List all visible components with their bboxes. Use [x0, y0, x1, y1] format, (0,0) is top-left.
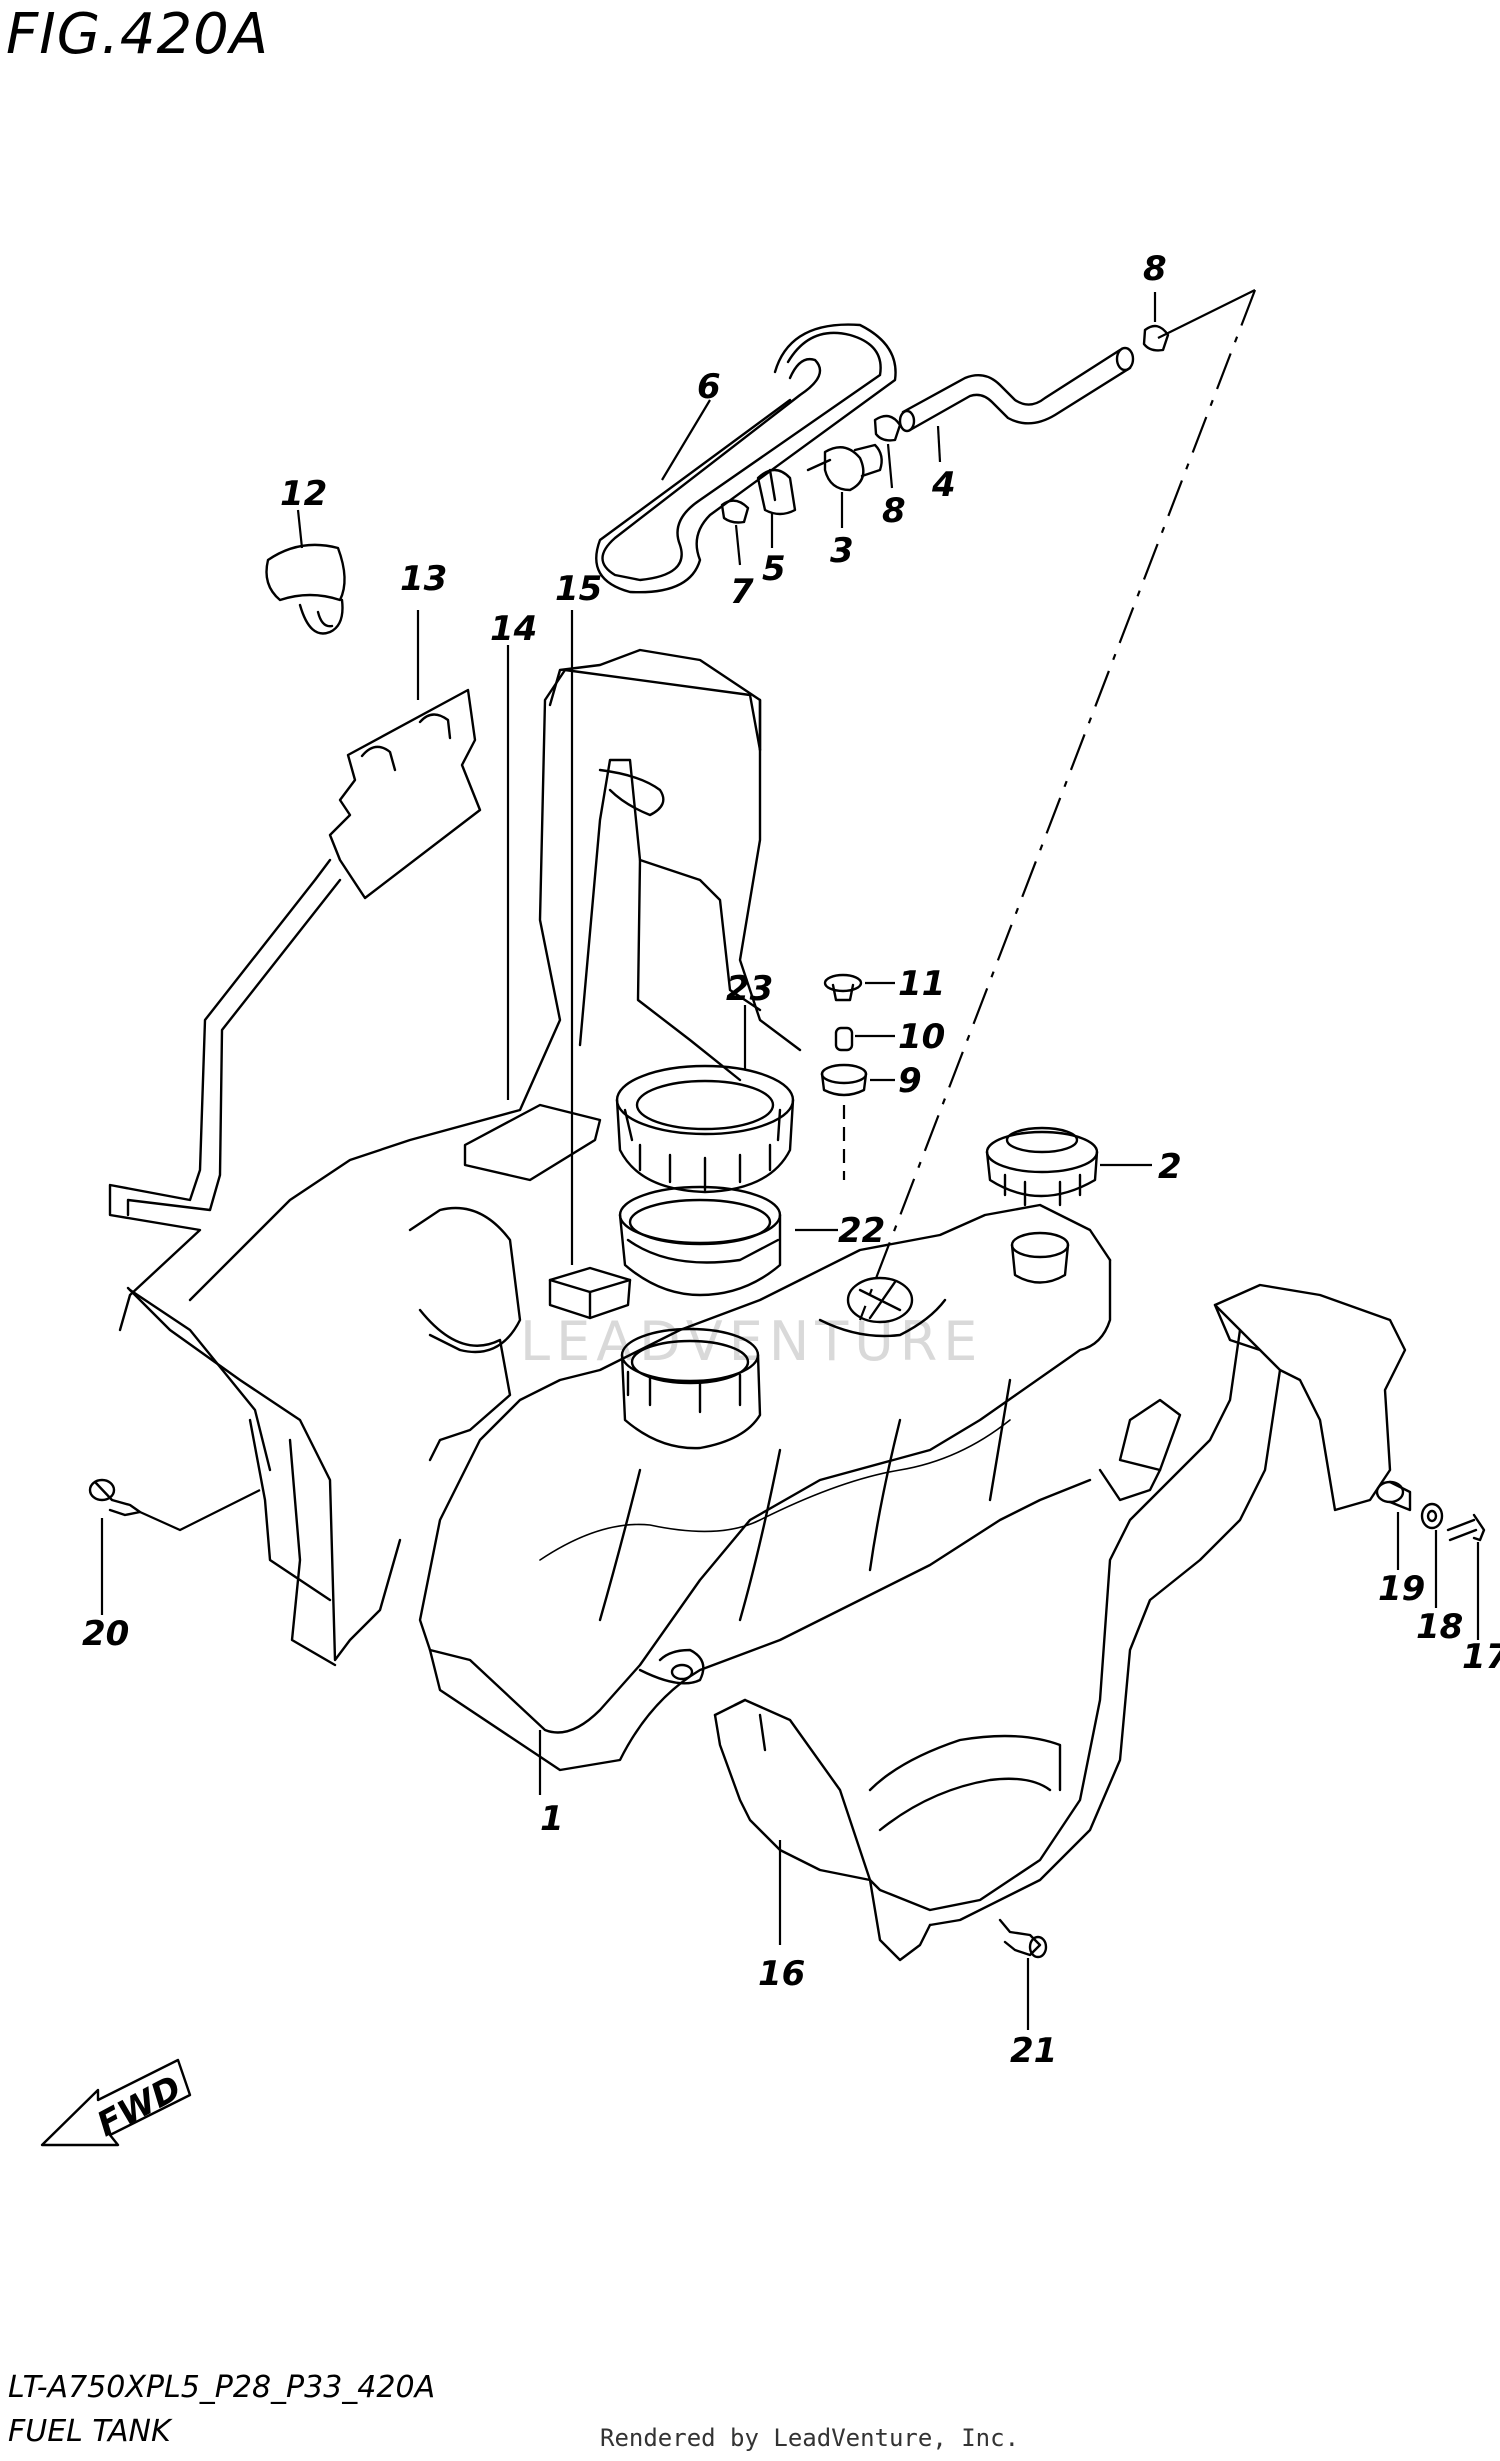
- callout-23: 23: [726, 969, 773, 1009]
- callout-12: 12: [280, 474, 327, 514]
- callout-4: 4: [931, 465, 956, 505]
- callout-14: 14: [490, 609, 537, 649]
- callout-16: 16: [758, 1954, 805, 1994]
- part-10-collar: [834, 1026, 854, 1052]
- callout-18: 18: [1416, 1607, 1463, 1647]
- part-4-hose: [898, 346, 1135, 433]
- rear-frame: [408, 648, 802, 1462]
- part-21-rivet: [998, 1918, 1048, 1959]
- part-23-retainer-ring: [615, 1064, 795, 1194]
- part-7-clip: [720, 499, 750, 524]
- part-11-bolt: [823, 973, 863, 1002]
- leader-6: [661, 399, 711, 481]
- part-6-breather-hose: [595, 323, 897, 594]
- part-3-valve: [806, 443, 883, 492]
- callout-9: 9: [898, 1061, 922, 1101]
- model-code: LT-A750XPL5_P28_P33_420A: [8, 2370, 436, 2405]
- callout-10: 10: [898, 1017, 945, 1057]
- alignment-line: [858, 289, 1257, 1321]
- part-22-gasket: [618, 1185, 782, 1297]
- figure-title: FIG.420A: [6, 2, 270, 67]
- callout-3: 3: [830, 531, 854, 571]
- callout-20: 20: [82, 1614, 129, 1654]
- part-16-right-shield: [713, 1283, 1407, 1962]
- leader-8a: [1157, 289, 1256, 339]
- leader-8b: [886, 443, 894, 489]
- leader-20-tank: [139, 1489, 261, 1532]
- callout-21: 21: [1010, 2031, 1057, 2071]
- section-name: FUEL TANK: [8, 2414, 171, 2449]
- part-9-grommet: [820, 1063, 868, 1097]
- callout-13: 13: [400, 559, 447, 599]
- part-2-fuel-cap: [985, 1126, 1099, 1207]
- callout-8-lower: 8: [882, 491, 906, 531]
- callout-1: 1: [540, 1799, 564, 1839]
- callout-8-upper: 8: [1143, 249, 1167, 289]
- leader-7: [734, 524, 742, 566]
- callout-19: 19: [1378, 1569, 1425, 1609]
- callout-17: 17: [1462, 1637, 1500, 1677]
- watermark: LEADVENTURE: [520, 1310, 983, 1373]
- part-17-bolt: [1446, 1513, 1486, 1542]
- part-20-bolt: [88, 1478, 142, 1517]
- part-18-washer: [1420, 1502, 1444, 1530]
- part-19-collar: [1375, 1480, 1412, 1512]
- callout-22: 22: [838, 1211, 885, 1251]
- part-1-fuel-tank: [418, 1203, 1112, 1772]
- part-13-left-shield: [108, 668, 762, 1667]
- callout-15: 15: [555, 569, 602, 609]
- part-12-clip: [265, 543, 346, 635]
- part-8-clip-upper: [1142, 324, 1170, 352]
- callout-5: 5: [762, 549, 786, 589]
- callout-2: 2: [1158, 1147, 1182, 1187]
- render-credit: Rendered by LeadVenture, Inc.: [600, 2424, 1020, 2452]
- callout-11: 11: [898, 964, 945, 1004]
- callout-7: 7: [730, 572, 754, 612]
- part-14-pad: [463, 1103, 602, 1182]
- fwd-arrow: FWD: [40, 2058, 192, 2147]
- part-15-pad: [548, 1266, 632, 1320]
- leader-12: [296, 509, 304, 549]
- part-8-clip-lower: [873, 414, 902, 442]
- leader-4: [936, 425, 942, 463]
- callout-6: 6: [697, 367, 721, 407]
